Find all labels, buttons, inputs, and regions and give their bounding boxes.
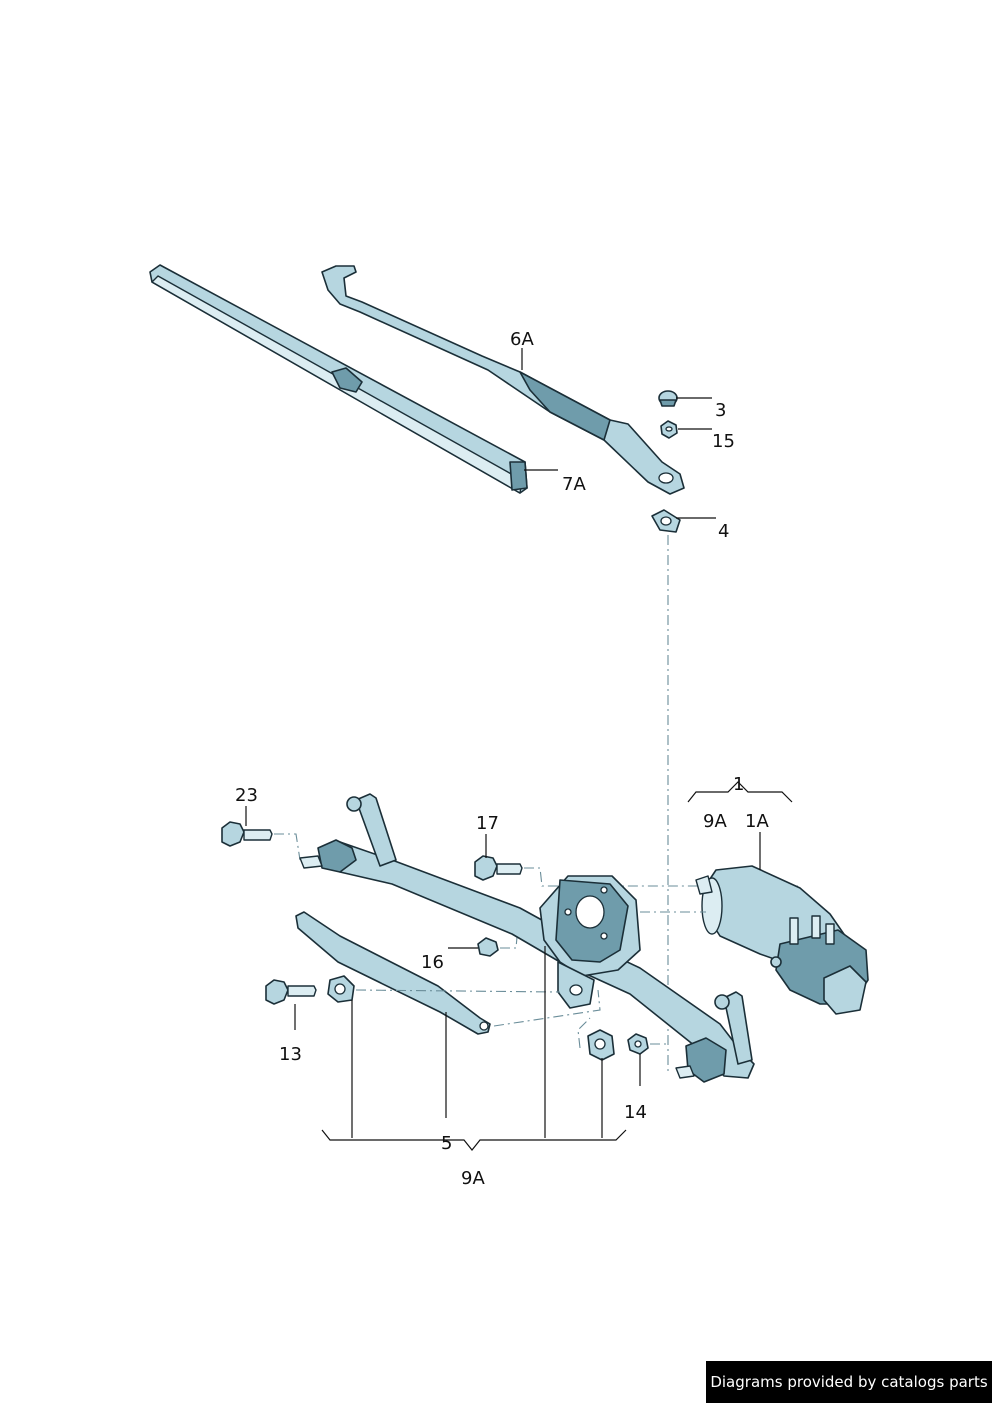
label-17: 17 (476, 813, 499, 834)
bushing-14[interactable] (587, 1029, 615, 1061)
label-9A-bottom: 9A (461, 1168, 485, 1189)
wiper-blade[interactable] (149, 264, 528, 494)
label-13: 13 (279, 1044, 302, 1065)
label-14: 14 (624, 1102, 647, 1123)
nut-14[interactable] (627, 1033, 649, 1055)
label-1: 1 (733, 774, 745, 795)
label-15: 15 (712, 431, 735, 452)
nut-15[interactable] (660, 420, 678, 439)
label-1A: 1A (745, 811, 769, 832)
label-6A: 6A (510, 329, 534, 350)
wiper-motor[interactable] (695, 865, 869, 1015)
bolt-23[interactable] (221, 821, 273, 847)
label-4: 4 (718, 521, 730, 542)
leader-lines (245, 348, 793, 1151)
bolt-13[interactable] (265, 979, 317, 1005)
label-5: 5 (441, 1133, 453, 1154)
label-9A-top: 9A (703, 811, 727, 832)
label-3: 3 (715, 400, 727, 421)
nut-16[interactable] (477, 937, 499, 957)
wiper-arm[interactable] (321, 265, 685, 495)
connecting-rod[interactable] (295, 911, 491, 1035)
bushing-13[interactable] (327, 975, 355, 1003)
washer-4[interactable] (651, 509, 681, 533)
cap-3[interactable] (658, 390, 678, 407)
attribution-badge[interactable]: Diagrams provided by catalogs parts (706, 1361, 992, 1403)
bolt-17[interactable] (474, 855, 523, 881)
wiper-linkage-frame[interactable] (299, 793, 755, 1083)
label-16: 16 (421, 952, 444, 973)
label-7A: 7A (562, 474, 586, 495)
label-23: 23 (235, 785, 258, 806)
